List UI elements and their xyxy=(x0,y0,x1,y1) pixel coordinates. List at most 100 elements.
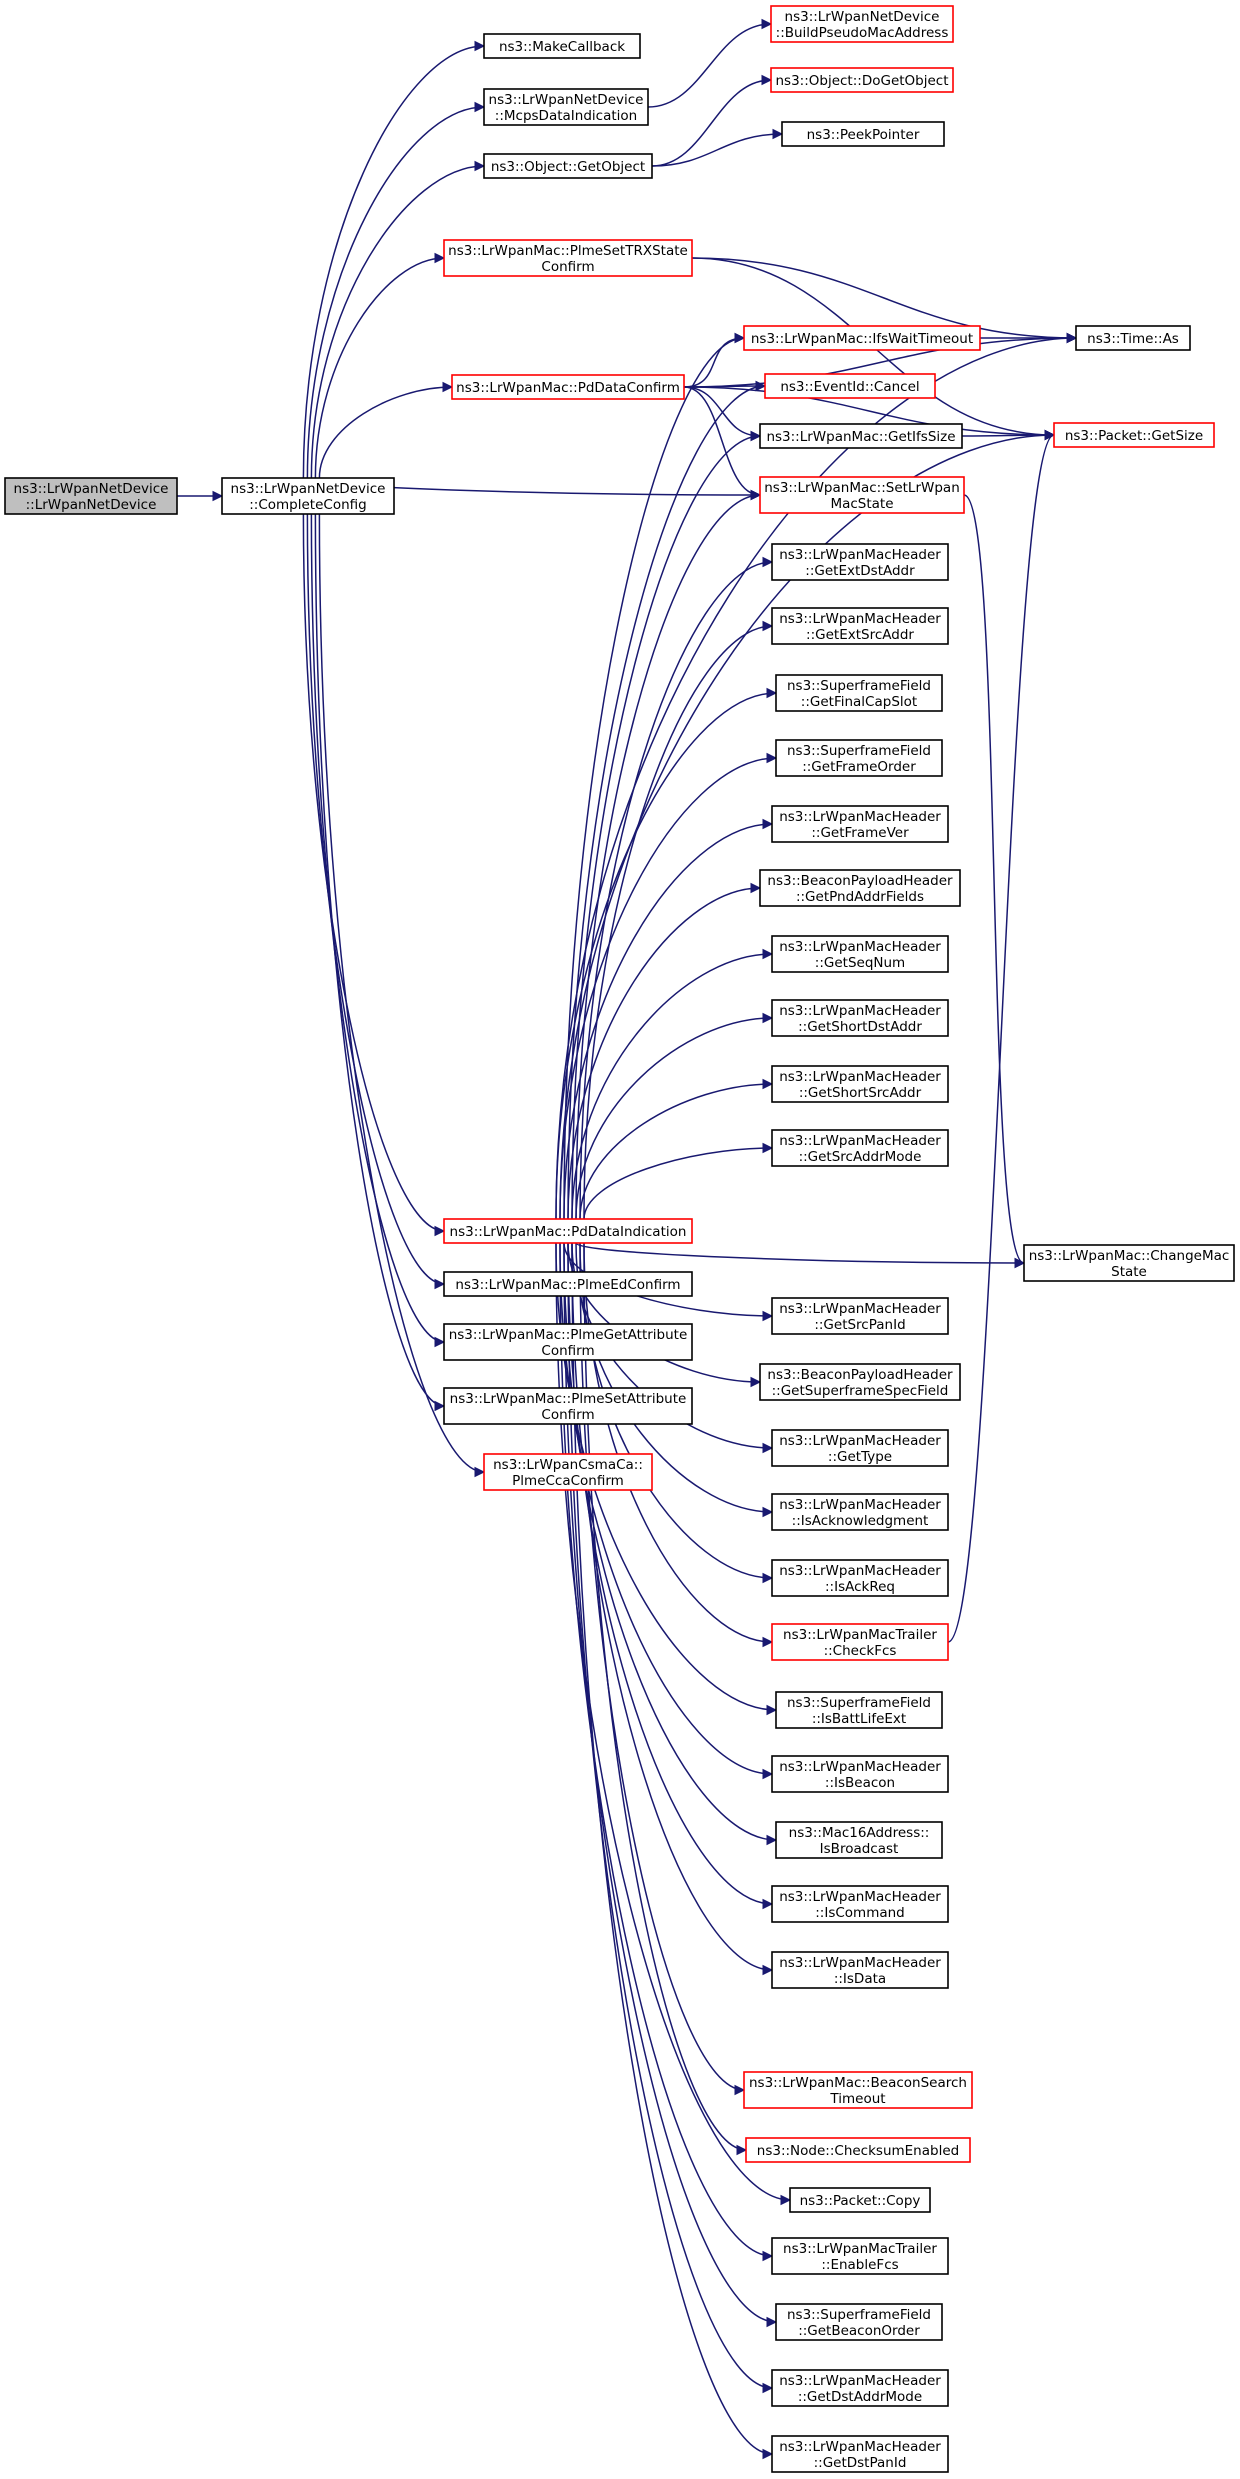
node-label-line: ::GetDstPanId xyxy=(814,2455,907,2471)
node-get-final-cap-slot[interactable]: ns3::SuperframeField::GetFinalCapSlot xyxy=(775,674,943,712)
node-get-type[interactable]: ns3::LrWpanMacHeader::GetType xyxy=(771,1429,949,1467)
node-is-acknowledgment[interactable]: ns3::LrWpanMacHeader::IsAcknowledgment xyxy=(771,1493,949,1531)
node-label-line: ::GetExtDstAddr xyxy=(805,563,915,579)
edge-complete_config-to-pd_data_confirm xyxy=(318,381,454,479)
node-label-line: ::GetFrameVer xyxy=(811,825,909,841)
edge-complete_config-to-plme_cca_confirm xyxy=(318,513,486,1478)
node-is-beacon[interactable]: ns3::LrWpanMacHeader::IsBeacon xyxy=(771,1755,949,1793)
node-make-callback[interactable]: ns3::MakeCallback xyxy=(483,33,641,59)
node-peek-pointer[interactable]: ns3::PeekPointer xyxy=(781,121,945,147)
edge-set_lrwpan_mac_state-to-change_mac_state xyxy=(963,494,1026,1269)
node-get-ifs-size[interactable]: ns3::LrWpanMac::GetIfsSize xyxy=(759,423,963,449)
node-get-object[interactable]: ns3::Object::GetObject xyxy=(483,153,653,179)
node-plme-cca-confirm[interactable]: ns3::LrWpanCsmaCa::PlmeCcaConfirm xyxy=(483,1453,653,1491)
node-is-command[interactable]: ns3::LrWpanMacHeader::IsCommand xyxy=(771,1885,949,1923)
node-get-frame-ver[interactable]: ns3::LrWpanMacHeader::GetFrameVer xyxy=(771,805,949,843)
node-label-line: ns3::LrWpanMacHeader xyxy=(779,1497,941,1513)
node-label-line: ::CompleteConfig xyxy=(249,497,366,513)
node-do-get-object[interactable]: ns3::Object::DoGetObject xyxy=(770,67,954,93)
node-label-line: ns3::LrWpanNetDevice xyxy=(231,481,386,497)
node-packet-copy[interactable]: ns3::Packet::Copy xyxy=(789,2187,931,2213)
node-label-line: ::GetSeqNum xyxy=(815,955,905,971)
node-label-line: ns3::LrWpanMacHeader xyxy=(779,1301,941,1317)
node-complete-config[interactable]: ns3::LrWpanNetDevice::CompleteConfig xyxy=(221,477,395,515)
edge-pd_data_indication-to-get_dst_addr_mode xyxy=(567,1242,774,2394)
node-label-line: ns3::LrWpanMacHeader xyxy=(779,1069,941,1085)
node-get-ext-dst-addr[interactable]: ns3::LrWpanMacHeader::GetExtDstAddr xyxy=(771,543,949,581)
node-is-data[interactable]: ns3::LrWpanMacHeader::IsData xyxy=(771,1951,949,1989)
node-check-fcs[interactable]: ns3::LrWpanMacTrailer::CheckFcs xyxy=(771,1623,949,1661)
node-label-line: ns3::LrWpanMacHeader xyxy=(779,547,941,563)
node-get-frame-order[interactable]: ns3::SuperframeField::GetFrameOrder xyxy=(775,739,943,777)
node-label-line: ns3::LrWpanMac::IfsWaitTimeout xyxy=(751,331,973,347)
node-label-line: ::GetExtSrcAddr xyxy=(806,627,914,643)
edge-pd_data_indication-to-event_cancel xyxy=(567,380,767,1220)
edge-pd_data_indication-to-is_broadcast xyxy=(563,1242,778,1846)
node-label-line: ns3::LrWpanMacHeader xyxy=(779,1759,941,1775)
node-label-line: ns3::Mac16Address:: xyxy=(789,1825,930,1841)
node-event-cancel[interactable]: ns3::EventId::Cancel xyxy=(764,373,936,399)
edge-check_fcs-to-packet_get_size xyxy=(947,429,1056,1643)
node-label-line: PlmeCcaConfirm xyxy=(512,1473,624,1489)
edge-complete_config-to-plme_set_attr_confirm xyxy=(314,513,446,1412)
edge-pd_data_indication-to-get_dst_pan_id xyxy=(571,1242,774,2460)
node-enable-fcs[interactable]: ns3::LrWpanMacTrailer::EnableFcs xyxy=(771,2237,949,2275)
node-get-dst-pan-id[interactable]: ns3::LrWpanMacHeader::GetDstPanId xyxy=(771,2435,949,2473)
node-get-short-dst-addr[interactable]: ns3::LrWpanMacHeader::GetShortDstAddr xyxy=(771,999,949,1037)
node-plme-ed-confirm[interactable]: ns3::LrWpanMac::PlmeEdConfirm xyxy=(443,1271,693,1297)
node-label-line: ns3::LrWpanMacHeader xyxy=(779,1955,941,1971)
node-get-short-src-addr[interactable]: ns3::LrWpanMacHeader::GetShortSrcAddr xyxy=(771,1065,949,1103)
node-pd-data-confirm[interactable]: ns3::LrWpanMac::PdDataConfirm xyxy=(451,374,685,400)
node-get-pnd-addr-fields[interactable]: ns3::BeaconPayloadHeader::GetPndAddrFiel… xyxy=(759,869,961,907)
edge-pd_data_indication-to-get_beacon_order xyxy=(563,1242,778,2328)
edge-pd_data_indication-to-get_src_addr_mode xyxy=(583,1142,774,1220)
node-label-line: ns3::LrWpanMac::PlmeEdConfirm xyxy=(455,1277,680,1293)
edge-pd_data_indication-to-beacon_search_timeout xyxy=(579,1242,746,2096)
node-label-line: ::IsCommand xyxy=(815,1905,905,1921)
node-is-batt-life-ext[interactable]: ns3::SuperframeField::IsBattLifeExt xyxy=(775,1691,943,1729)
edge-pd_data_indication-to-get_frame_order xyxy=(559,752,778,1220)
edge-get_object-to-do_get_object xyxy=(651,74,773,167)
node-get-seq-num[interactable]: ns3::LrWpanMacHeader::GetSeqNum xyxy=(771,935,949,973)
node-get-src-addr-mode[interactable]: ns3::LrWpanMacHeader::GetSrcAddrMode xyxy=(771,1129,949,1167)
node-time-as[interactable]: ns3::Time::As xyxy=(1075,325,1191,351)
node-root[interactable]: ns3::LrWpanNetDevice::LrWpanNetDevice xyxy=(4,477,178,515)
edge-pd_data_indication-to-get_frame_ver xyxy=(563,818,774,1220)
node-label-line: ns3::LrWpanMacHeader xyxy=(779,1889,941,1905)
edge-complete_config-to-make_callback xyxy=(302,40,486,479)
node-label-line: ::IsBattLifeExt xyxy=(812,1711,906,1727)
node-mcps-data-indication[interactable]: ns3::LrWpanNetDevice::McpsDataIndication xyxy=(483,88,649,126)
node-label-line: ns3::LrWpanMac::SetLrWpan xyxy=(764,480,960,496)
edge-get_object-to-peek_pointer xyxy=(651,128,784,167)
node-pd-data-indication[interactable]: ns3::LrWpanMac::PdDataIndication xyxy=(443,1218,693,1244)
node-label-line: ns3::LrWpanMac::PdDataIndication xyxy=(450,1224,687,1240)
node-get-ext-src-addr[interactable]: ns3::LrWpanMacHeader::GetExtSrcAddr xyxy=(771,607,949,645)
edge-pd_data_indication-to-change_mac_state xyxy=(575,1242,1026,1269)
node-get-beacon-order[interactable]: ns3::SuperframeField::GetBeaconOrder xyxy=(775,2303,943,2341)
node-label-line: Confirm xyxy=(541,1343,594,1359)
node-label-line: ns3::LrWpanMacHeader xyxy=(779,939,941,955)
node-label-line: ns3::LrWpanMacHeader xyxy=(779,2373,941,2389)
edge-pd_data_indication-to-get_final_cap_slot xyxy=(555,687,778,1220)
edge-complete_config-to-plme_get_attr_confirm xyxy=(310,513,446,1348)
node-packet-get-size[interactable]: ns3::Packet::GetSize xyxy=(1053,422,1215,448)
node-ifs-wait-timeout[interactable]: ns3::LrWpanMac::IfsWaitTimeout xyxy=(743,325,981,351)
edge-pd_data_indication-to-get_short_dst_addr xyxy=(575,1012,774,1220)
node-label-line: ns3::SuperframeField xyxy=(787,743,931,759)
node-label-line: ::GetType xyxy=(828,1449,892,1465)
node-get-dst-addr-mode[interactable]: ns3::LrWpanMacHeader::GetDstAddrMode xyxy=(771,2369,949,2407)
node-get-src-pan-id[interactable]: ns3::LrWpanMacHeader::GetSrcPanId xyxy=(771,1297,949,1335)
node-get-superframe-spec[interactable]: ns3::BeaconPayloadHeader::GetSuperframeS… xyxy=(759,1363,961,1401)
node-is-broadcast[interactable]: ns3::Mac16Address::IsBroadcast xyxy=(775,1821,943,1859)
node-build-pseudo-mac[interactable]: ns3::LrWpanNetDevice::BuildPseudoMacAddr… xyxy=(770,5,954,43)
edge-pd_data_indication-to-is_beacon xyxy=(559,1242,774,1780)
node-checksum-enabled[interactable]: ns3::Node::ChecksumEnabled xyxy=(745,2137,971,2163)
node-is-ack-req[interactable]: ns3::LrWpanMacHeader::IsAckReq xyxy=(771,1559,949,1597)
node-label-line: Confirm xyxy=(541,259,594,275)
